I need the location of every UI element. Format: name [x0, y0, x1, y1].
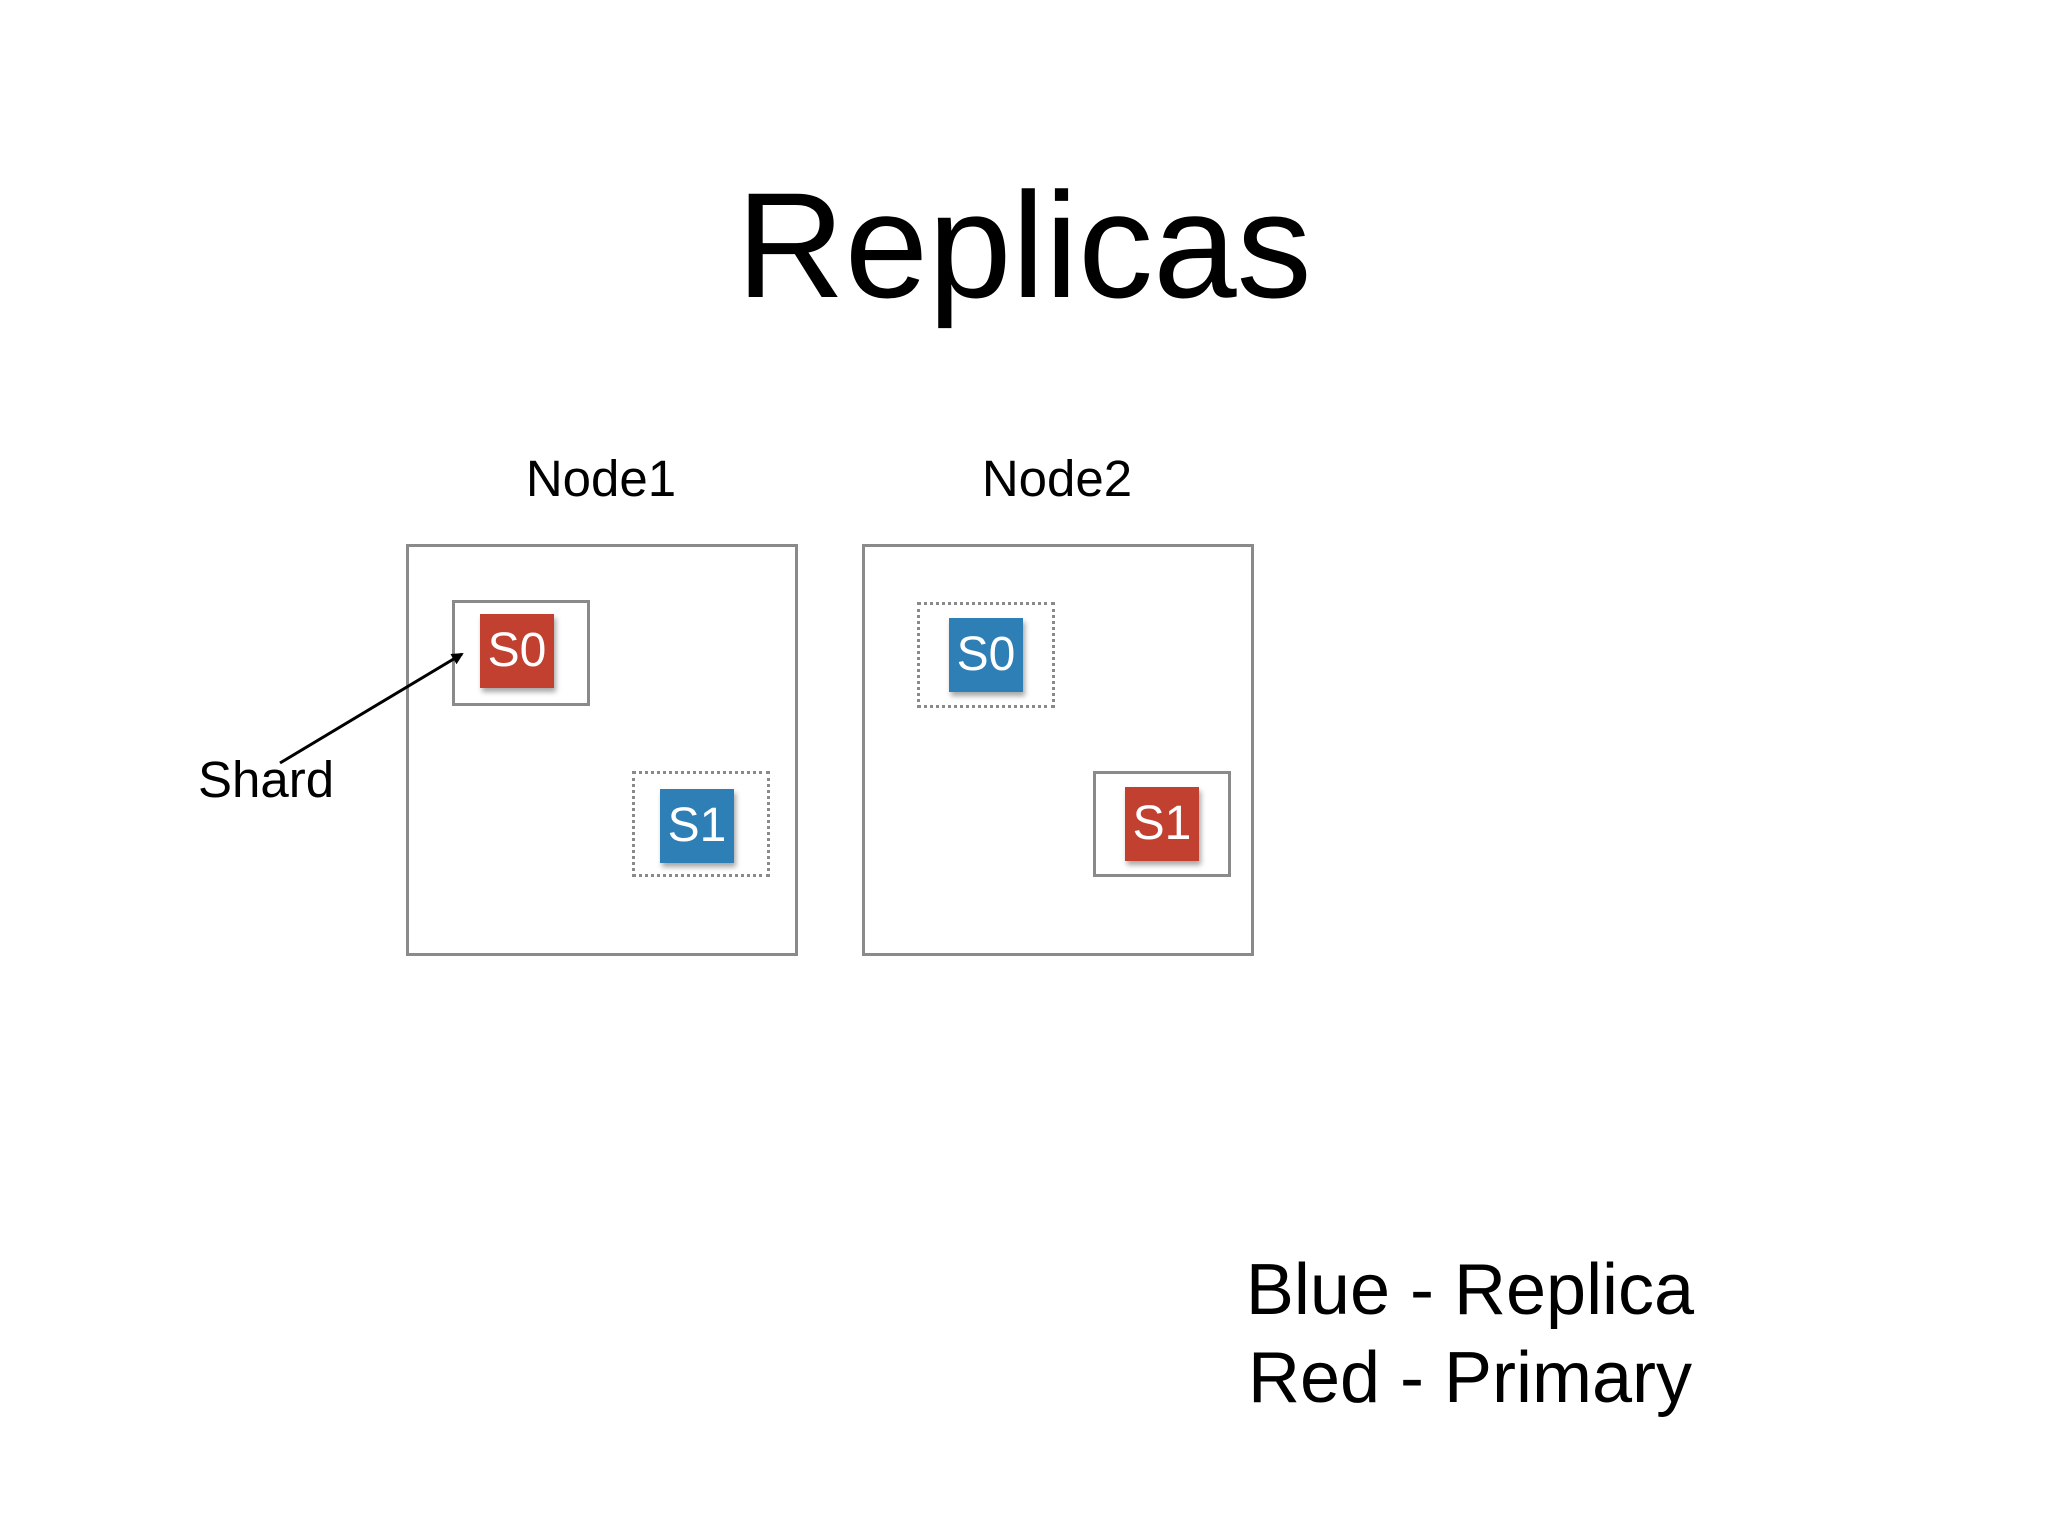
node2-box: S0 S1: [862, 544, 1254, 956]
node1-shard-s1-slot: S1: [632, 771, 770, 877]
node2-shard-s1-label: S1: [1132, 797, 1192, 850]
legend-primary: Red - Primary: [1247, 1338, 1693, 1418]
arrow-line: [279, 652, 464, 765]
node2-shard-s1: S1: [1125, 787, 1199, 861]
node1-box: S0 S1: [406, 544, 798, 956]
node1-shard-s0-slot: S0: [452, 600, 590, 706]
node2-shard-s0: S0: [949, 618, 1023, 692]
shard-callout-label: Shard: [198, 751, 335, 808]
node1-shard-s0: S0: [480, 614, 554, 688]
slide-title: Replicas: [736, 161, 1312, 329]
node1-label: Node1: [525, 450, 677, 507]
node2-shard-s0-label: S0: [956, 628, 1016, 681]
node2-shard-s0-slot: S0: [917, 602, 1055, 708]
node2-label: Node2: [981, 450, 1133, 507]
legend-replica: Blue - Replica: [1245, 1250, 1695, 1330]
node1-shard-s1-label: S1: [667, 799, 727, 852]
node2-shard-s1-slot: S1: [1093, 771, 1231, 877]
node1-shard-s0-label: S0: [487, 624, 547, 677]
node1-shard-s1: S1: [660, 789, 734, 863]
